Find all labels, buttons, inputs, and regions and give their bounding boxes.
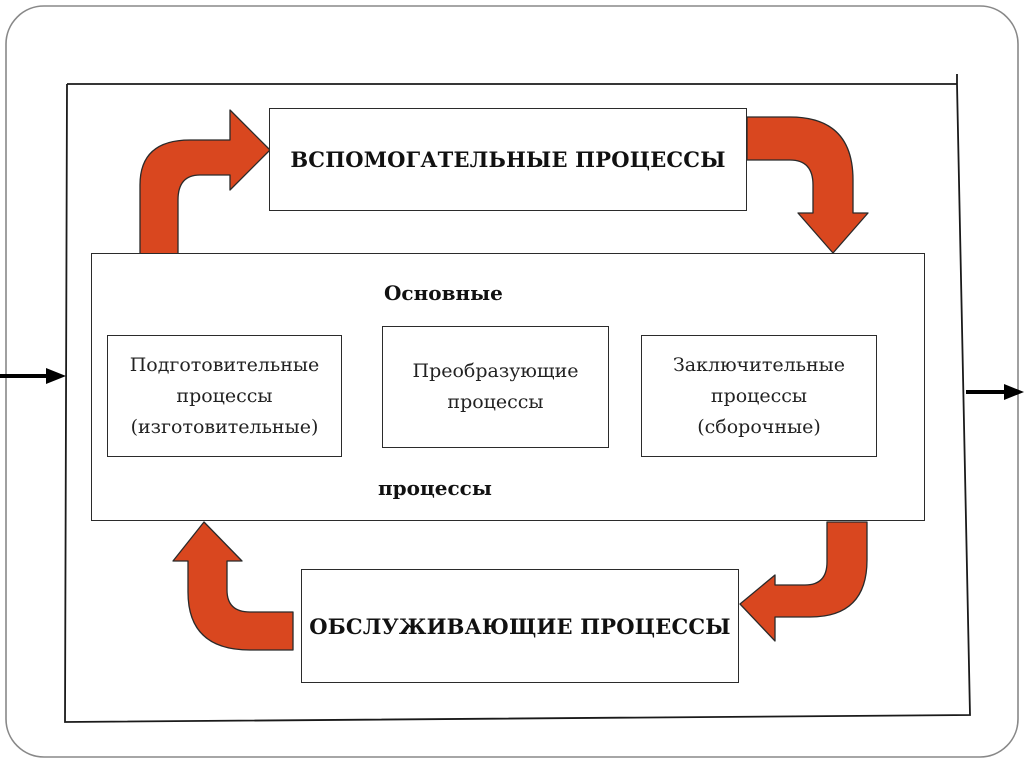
main-processes-subtitle: процессы bbox=[378, 476, 492, 500]
final-processes-box: Заключительные процессы (сборочные) bbox=[641, 335, 877, 457]
curved-arrow-icon bbox=[172, 521, 294, 651]
preparatory-processes-line: (изготовительные) bbox=[130, 415, 319, 438]
curved-arrow-icon bbox=[139, 109, 271, 257]
transforming-processes-line: Преобразующие bbox=[412, 360, 579, 382]
system-boundary bbox=[64, 74, 971, 723]
preparatory-processes-line: Подготовительные bbox=[129, 353, 320, 376]
final-processes-line: процессы bbox=[710, 384, 808, 407]
auxiliary-processes-box: ВСПОМОГАТЕЛЬНЫЕ ПРОЦЕССЫ bbox=[269, 108, 747, 211]
servicing-processes-label: ОБСЛУЖИВАЮЩИЕ ПРОЦЕССЫ bbox=[309, 613, 731, 639]
main-processes-title: Основные bbox=[384, 281, 503, 305]
final-processes-line: Заключительные bbox=[672, 353, 846, 376]
transforming-processes-line: процессы bbox=[447, 391, 544, 413]
curved-arrow-icon bbox=[746, 116, 869, 254]
final-processes-line: (сборочные) bbox=[697, 415, 821, 438]
preparatory-processes-box: Подготовительные процессы (изготовительн… bbox=[107, 335, 342, 457]
curved-arrow-icon bbox=[739, 521, 868, 642]
input-arrow-icon bbox=[0, 368, 66, 384]
servicing-processes-box: ОБСЛУЖИВАЮЩИЕ ПРОЦЕССЫ bbox=[301, 569, 739, 683]
output-arrow-icon bbox=[966, 384, 1024, 400]
transforming-processes-box: Преобразующие процессы bbox=[382, 326, 609, 448]
preparatory-processes-line: процессы bbox=[176, 384, 273, 407]
auxiliary-processes-label: ВСПОМОГАТЕЛЬНЫЕ ПРОЦЕССЫ bbox=[290, 147, 726, 172]
